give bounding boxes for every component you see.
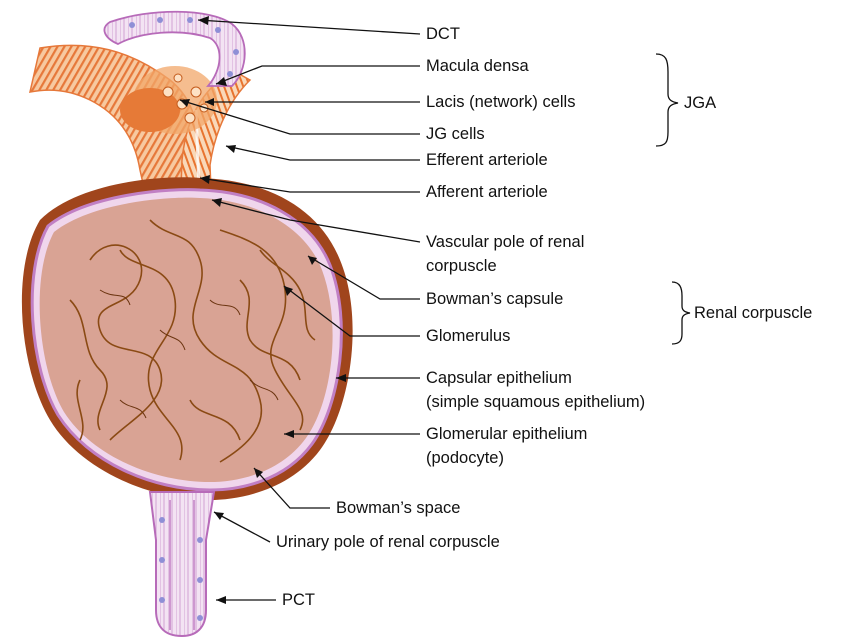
label-pct: PCT [282,590,315,610]
renal-corpuscle-brace [672,282,690,344]
label-efferent-arteriole: Efferent arteriole [426,150,548,170]
label-macula-densa: Macula densa [426,56,529,76]
label-afferent-arteriole: Afferent arteriole [426,182,548,202]
leader-efferent [226,146,420,160]
label-bowmans-space: Bowman’s space [336,498,460,518]
label-glomerulus: Glomerulus [426,326,510,346]
group-label-jga: JGA [684,93,716,113]
label-capsular-epithelium-line1: Capsular epithelium [426,368,572,388]
label-lacis-cells: Lacis (network) cells [426,92,575,112]
label-jg-cells: JG cells [426,124,485,144]
label-urinary-pole: Urinary pole of renal corpuscle [276,532,500,552]
label-bowmans-capsule: Bowman’s capsule [426,289,563,309]
label-glomerular-epithelium-line1: Glomerular epithelium [426,424,587,444]
leader-urinary-pole [214,512,270,542]
label-vascular-pole-line1: Vascular pole of renal [426,232,584,252]
jga-brace [656,54,678,146]
group-label-renal-corpuscle: Renal corpuscle [694,303,812,323]
label-dct: DCT [426,24,460,44]
label-glomerular-epithelium-line2: (podocyte) [426,448,504,468]
pct-tubule-shape [150,492,214,636]
label-capsular-epithelium-line2: (simple squamous epithelium) [426,392,645,412]
label-vascular-pole-line2: corpuscle [426,256,497,276]
